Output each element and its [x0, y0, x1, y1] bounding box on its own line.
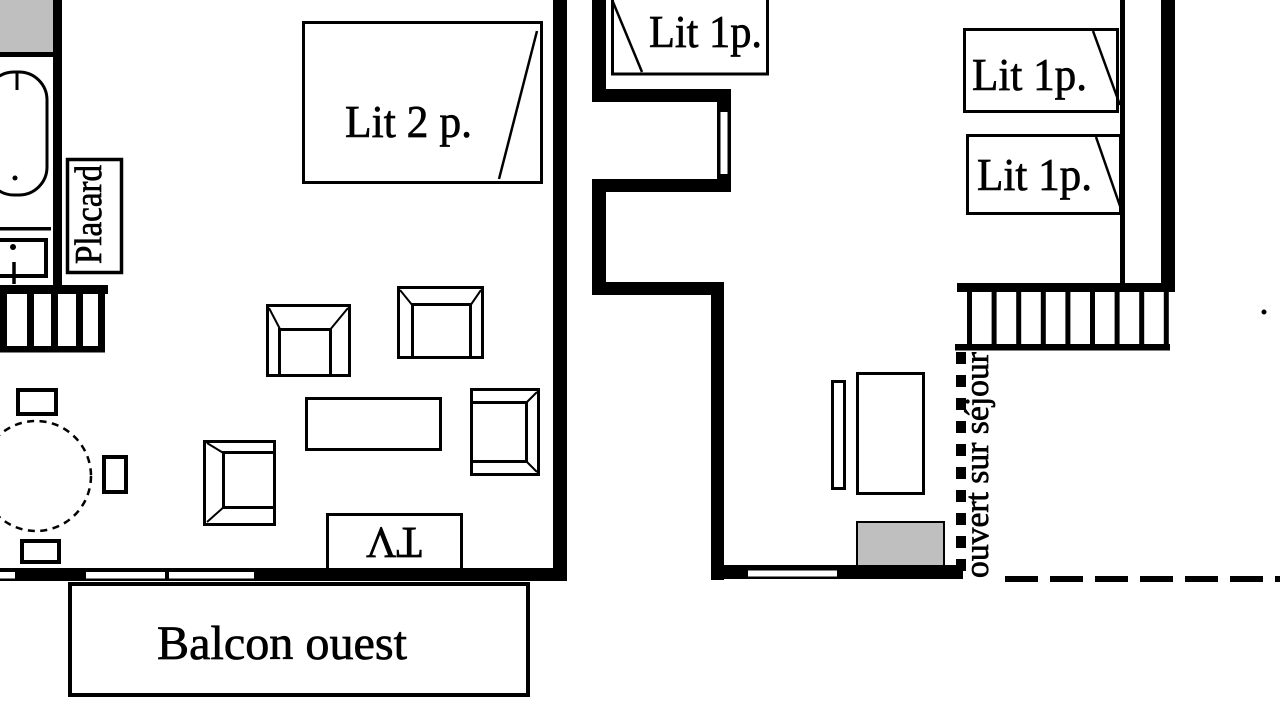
- svg-text:Balcon ouest: Balcon ouest: [157, 617, 408, 670]
- svg-text:TV: TV: [366, 518, 422, 567]
- svg-text:Placard: Placard: [68, 165, 110, 264]
- svg-text:Lit 1p.: Lit 1p.: [977, 149, 1092, 200]
- svg-text:ouvert sur séjour: ouvert sur séjour: [959, 351, 996, 578]
- svg-text:Lit 1p.: Lit 1p.: [649, 6, 762, 57]
- svg-text:Lit 2 p.: Lit 2 p.: [345, 96, 472, 147]
- svg-text:Lit 1p.: Lit 1p.: [972, 49, 1087, 100]
